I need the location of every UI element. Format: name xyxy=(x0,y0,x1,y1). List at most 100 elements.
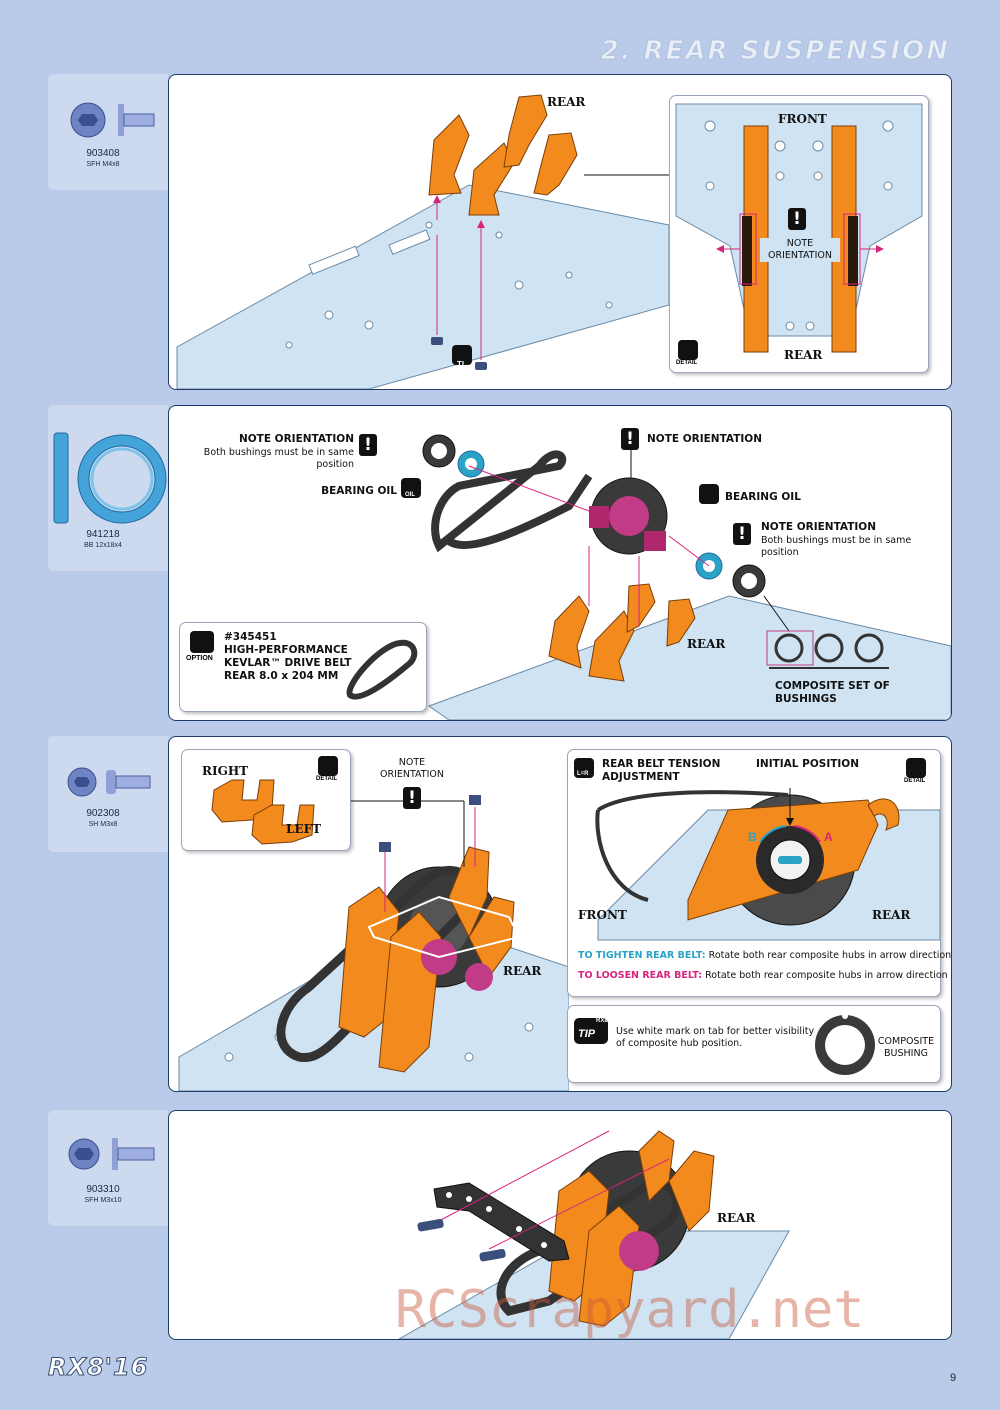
oil-drop-icon xyxy=(699,484,719,504)
direction-b-label: B xyxy=(748,830,757,844)
label-front: FRONT xyxy=(578,908,627,922)
note-orientation-1-title: NOTE ORIENTATION xyxy=(238,433,354,445)
threadlock-label: TL xyxy=(457,360,467,369)
screw-flat-head-icon xyxy=(68,1138,155,1170)
note-icon: ! xyxy=(733,523,751,545)
belt-tension-box: L=R REAR BELT TENSION ADJUSTMENT INITIAL… xyxy=(567,749,951,997)
tighten-key: TO TIGHTEN REAR BELT: xyxy=(578,950,706,961)
bearing-oil-left: BEARING OIL xyxy=(321,485,397,497)
step-4-panel: REAR xyxy=(168,1110,952,1340)
option-line3: REAR 8.0 x 204 MM xyxy=(224,670,339,682)
option-box: OPTION #345451 HIGH-PERFORMANCE KEVLAR™ … xyxy=(179,622,427,712)
chassis-illustration xyxy=(176,94,669,389)
option-line1: HIGH-PERFORMANCE xyxy=(224,644,348,656)
note-orientation-3-title: NOTE ORIENTATION xyxy=(761,521,877,533)
label-rear: REAR xyxy=(872,908,911,922)
loosen-dir: A xyxy=(951,970,952,981)
note-line2: ORIENTATION xyxy=(767,250,832,261)
tip-brand: RX8 xyxy=(596,1018,608,1024)
watermark: RCScrapyard.net xyxy=(395,1280,865,1340)
option-label: OPTION xyxy=(186,655,213,662)
detail-label: DETAIL xyxy=(676,360,698,366)
oil-drop-icon xyxy=(401,478,421,498)
detail-label: DETAIL xyxy=(316,776,338,782)
composite-bushing-illustration xyxy=(815,1013,875,1075)
tip-label: TIP xyxy=(578,1028,596,1040)
rear-bulkhead-illustration xyxy=(178,795,569,1091)
screw-socket-head-icon xyxy=(67,767,151,797)
initial-position-label: INITIAL POSITION xyxy=(756,758,860,770)
composite-line2: BUSHING xyxy=(884,1048,928,1059)
part-code: 902308 xyxy=(86,808,120,819)
tighten-text: Rotate both rear composite hubs in arrow… xyxy=(708,950,952,961)
note-line1: NOTE xyxy=(398,757,426,768)
part-desc: BB 12x18x4 xyxy=(84,542,122,549)
threadlock-icon xyxy=(452,345,472,365)
composite-line1: COMPOSITE xyxy=(877,1036,935,1047)
loosen-text: Rotate both rear composite hubs in arrow… xyxy=(705,970,948,981)
part-code: 903408 xyxy=(86,148,120,159)
belt-tension-illustration xyxy=(595,788,940,941)
step-1-detail-box: FRONT ! NOTE ORIENTATION REAR DETAIL xyxy=(669,95,929,373)
option-line2: KEVLAR™ DRIVE BELT xyxy=(224,657,352,669)
direction-label-rear: REAR xyxy=(547,95,586,109)
note-icon: ! xyxy=(403,787,421,809)
footer-logo: RX8'16 xyxy=(47,1353,149,1382)
step-1-panel: REAR TL xyxy=(168,74,952,390)
tip-line2: of composite hub position. xyxy=(616,1038,743,1049)
part-box-902308: 902308 SH M3x8 xyxy=(48,736,168,852)
step-2-panel: NOTE ORIENTATION Both bushings must be i… xyxy=(168,405,952,721)
detail-label: DETAIL xyxy=(904,778,926,784)
detail-label-left: LEFT xyxy=(286,822,322,836)
belt-title-line1: REAR BELT TENSION xyxy=(602,758,721,770)
oil-label: OIL xyxy=(405,492,415,498)
tip-box: RX8 TIP Use white mark on tab for better… xyxy=(567,1005,941,1083)
thumbs-up-icon xyxy=(190,631,214,653)
page-number: 9 xyxy=(950,1372,957,1384)
drive-belt-illustration xyxy=(346,639,418,700)
tip-icon xyxy=(574,1018,608,1044)
left-right-detail-box: RIGHT LEFT DETAIL xyxy=(181,749,351,851)
belt-title-line2: ADJUSTMENT xyxy=(602,771,680,783)
detail-label-front: FRONT xyxy=(778,112,827,126)
tip-line1: Use white mark on tab for better visibil… xyxy=(616,1026,815,1037)
detail-magnifier-icon xyxy=(678,340,698,360)
rear-brace-illustration xyxy=(397,1130,790,1339)
section-title: 2. REAR SUSPENSION xyxy=(600,36,950,67)
part-desc: SFH M3x10 xyxy=(84,1197,122,1204)
step-3-panel: RIGHT LEFT DETAIL NOTE ORIENTATION ! REA… xyxy=(168,736,952,1092)
note-icon: ! xyxy=(788,208,806,230)
lr-icon-label: L=R xyxy=(577,771,589,777)
note-line2: ORIENTATION xyxy=(379,769,444,780)
note-icon: ! xyxy=(359,434,377,456)
detail-label-right: RIGHT xyxy=(202,764,249,778)
note-icon: ! xyxy=(621,428,639,450)
part-box-903408: 903408 SFH M4x8 xyxy=(48,74,168,190)
part-desc: SFH M4x8 xyxy=(86,161,120,168)
part-code: 941218 xyxy=(86,529,120,540)
part-code: 903310 xyxy=(86,1184,120,1195)
option-code: #345451 xyxy=(224,631,277,643)
part-box-941218: 941218 BB 12x18x4 xyxy=(48,405,168,571)
diff-assembly-illustration xyxy=(422,434,951,720)
note-line1: NOTE xyxy=(786,238,814,249)
detail-magnifier-icon xyxy=(906,758,926,778)
note-orientation-3-sub: Both bushings must be in same position xyxy=(761,535,912,558)
detail-illustration xyxy=(675,103,923,353)
part-desc: SH M3x8 xyxy=(88,821,118,828)
detail-label-rear: REAR xyxy=(784,348,823,362)
screw-flat-head-icon xyxy=(70,102,155,138)
direction-label-rear: REAR xyxy=(717,1211,756,1225)
direction-label-rear: REAR xyxy=(503,964,542,978)
part-box-903310: 903310 SFH M3x10 xyxy=(48,1110,168,1226)
detail-magnifier-icon xyxy=(318,756,338,776)
note-orientation-2-title: NOTE ORIENTATION xyxy=(647,433,763,445)
note-orientation-1-sub: Both bushings must be in same position xyxy=(203,447,354,470)
loosen-key: TO LOOSEN REAR BELT: xyxy=(578,970,703,981)
direction-a-label: A xyxy=(824,830,833,844)
bulkhead-pair-illustration xyxy=(211,779,315,845)
ball-bearing-icon xyxy=(53,432,167,524)
composite-bushings-label: COMPOSITE SET OF BUSHINGS xyxy=(775,680,890,705)
bearing-oil-right: BEARING OIL xyxy=(725,491,801,503)
